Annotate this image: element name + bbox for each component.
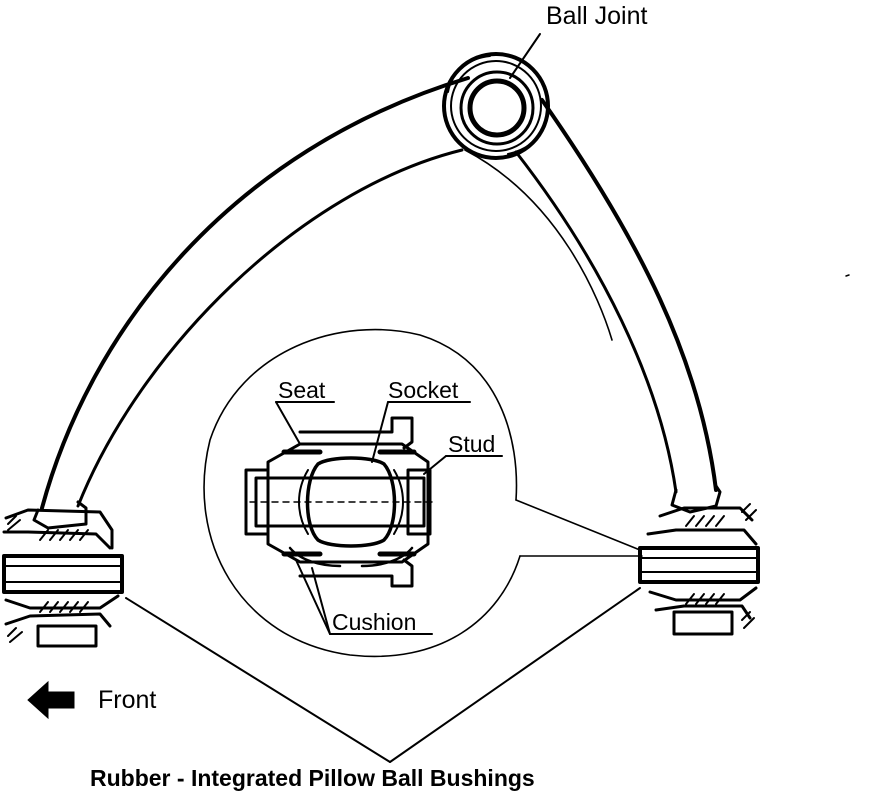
front-label: Front [98, 686, 156, 714]
socket-label: Socket [388, 377, 459, 403]
pillow-ball-cross-section [244, 416, 433, 588]
right-bushing [638, 503, 760, 636]
bushing-leaders [125, 587, 641, 763]
front-indicator: Front [27, 680, 156, 720]
ball-joint-housing [442, 52, 550, 160]
detail-magnifier [203, 328, 643, 658]
ball-joint-leader [509, 33, 541, 79]
ball-joint-label: Ball Joint [546, 2, 647, 30]
stud-label: Stud [448, 431, 495, 457]
seat-label: Seat [278, 377, 326, 403]
detail-callouts: Seat Socket Stud Cushion [275, 377, 503, 635]
left-bushing [2, 508, 124, 648]
control-arm-body [32, 76, 722, 530]
arrow-left-icon [27, 680, 75, 720]
cushion-label: Cushion [332, 609, 416, 635]
caption: Rubber - Integrated Pillow Ball Bushings [90, 765, 535, 791]
scan-speck [845, 274, 850, 277]
